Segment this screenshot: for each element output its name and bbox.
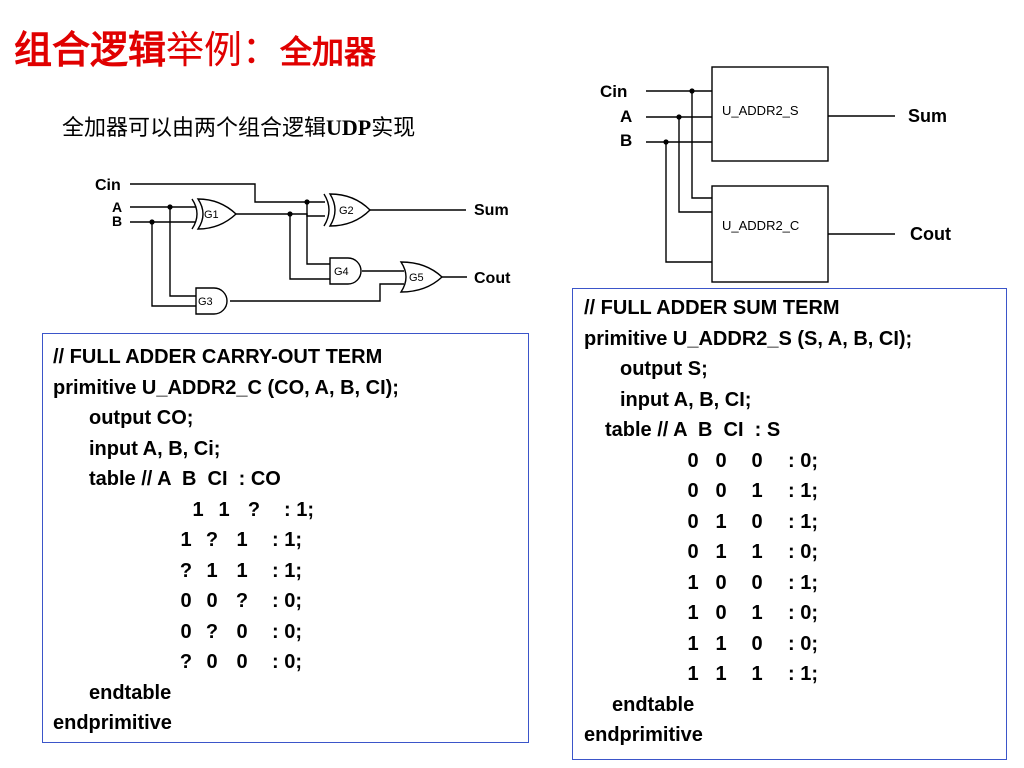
label-cout: Cout (474, 270, 511, 287)
label-cout: Cout (910, 224, 951, 244)
label-g3: G3 (198, 296, 213, 308)
code-table-header: table // A B CI : CO (89, 468, 281, 490)
slide-subtitle: 全加器可以由两个组合逻辑UDP实现 (62, 110, 415, 142)
code-output: output S; (620, 358, 708, 380)
wire-g1-g2 (233, 213, 325, 217)
code-output: output CO; (89, 407, 194, 429)
code-table-header: table // A B CI : S (605, 419, 781, 441)
code-endtable: endtable (612, 693, 695, 716)
junction-dot (149, 219, 155, 225)
wire-g3-g5 (230, 283, 404, 302)
code-endprimitive: endprimitive (53, 712, 172, 734)
code-comment: // FULL ADDER CARRY-OUT TERM (53, 346, 383, 368)
wire-a-g3 (169, 207, 196, 297)
code-primitive: primitive U_ADDR2_S (S, A, B, CI); (584, 327, 913, 350)
title-part-1: 组合逻辑 (14, 27, 167, 72)
block-u-addr2-c (711, 185, 829, 283)
code-comment: // FULL ADDER SUM TERM (584, 297, 840, 319)
carry-udp-code: // FULL ADDER CARRY-OUT TERM primitive U… (42, 333, 529, 743)
code-input: input A, B, CI; (620, 388, 752, 411)
junction-dot (676, 114, 682, 120)
gate-g2-xor (323, 193, 371, 227)
subtitle-tail: 实现 (371, 116, 416, 141)
wire-g1-g4 (289, 214, 330, 280)
subtitle-udp: UDP (326, 115, 372, 140)
label-a: A (620, 107, 632, 126)
gate-g5-or (399, 261, 444, 293)
label-u-addr2-c: U_ADDR2_C (722, 218, 799, 233)
title-part-2: 举例： (166, 28, 281, 72)
code-endprimitive: endprimitive (584, 724, 703, 746)
gate-level-diagram: Cin A B Sum Cout G1 G2 G3 G4 G5 (95, 177, 511, 315)
label-g5: G5 (409, 272, 424, 284)
gate-g3-and (195, 287, 228, 315)
wire-cin (130, 183, 325, 203)
code-endtable: endtable (89, 681, 172, 704)
wire-b-c (665, 142, 712, 263)
label-b: B (112, 213, 122, 229)
wire-b-g3 (151, 222, 196, 307)
sum-udp-code: // FULL ADDER SUM TERM primitive U_ADDR2… (572, 288, 1007, 760)
label-a: A (112, 199, 122, 215)
junction-dot (287, 211, 293, 217)
junction-dot (689, 88, 695, 94)
label-cin: Cin (600, 82, 627, 101)
block-diagram: Cin A B Sum Cout U_ADDR2_S U_ADDR2_C (600, 66, 951, 283)
label-sum: Sum (474, 202, 509, 219)
label-b: B (620, 131, 632, 150)
junction-dot (663, 139, 669, 145)
label-cin: Cin (95, 177, 121, 194)
wire-cin-c (691, 91, 712, 199)
code-primitive: primitive U_ADDR2_C (CO, A, B, CI); (53, 376, 399, 399)
table-row: 0?0: 0; (180, 620, 302, 643)
wire-cin-g4 (306, 202, 330, 265)
table-row: 1?1: 1; (180, 529, 302, 551)
subtitle-text: 全加器可以由两个组合逻辑 (62, 116, 327, 141)
label-g1: G1 (204, 209, 219, 221)
slide-title: 组合逻辑举例：全加器 (14, 22, 376, 78)
wire-a-c (678, 117, 712, 213)
gate-g4-and (329, 257, 362, 285)
block-u-addr2-s (711, 66, 829, 162)
label-g2: G2 (339, 205, 354, 217)
gate-g1-xor (191, 198, 238, 230)
junction-dot (167, 204, 173, 210)
label-g4: G4 (334, 266, 349, 278)
code-input: input A, B, Ci; (89, 437, 221, 460)
label-sum: Sum (908, 106, 947, 126)
title-part-3: 全加器 (280, 33, 377, 71)
junction-dot (304, 199, 310, 205)
label-u-addr2-s: U_ADDR2_S (722, 103, 799, 118)
